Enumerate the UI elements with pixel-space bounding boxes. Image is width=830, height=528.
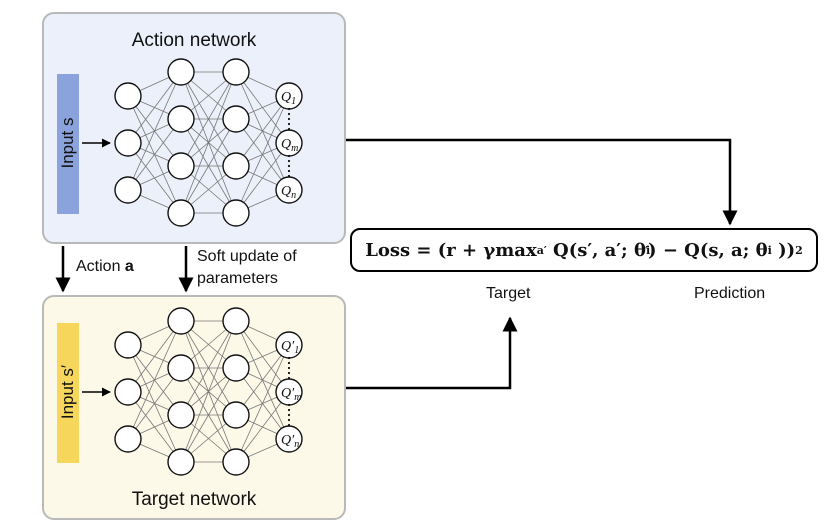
action-net-ellipsis-dot [287, 122, 291, 126]
target-caption: Target [486, 285, 531, 302]
soft-update-label-1: Soft update of [197, 248, 297, 265]
target-net-ellipsis-dot [287, 408, 291, 412]
action-net-ellipsis-dot [287, 164, 291, 168]
target-network-graph: Q′1Q′mQ′n [114, 307, 303, 476]
input-s-bar [57, 74, 79, 214]
target-net-ellipsis-dot [287, 413, 291, 417]
prediction-caption: Prediction [694, 285, 766, 302]
target-net-ellipsis-dot [287, 356, 291, 360]
target-net-ellipsis-dot [287, 371, 291, 375]
target-net-node [222, 307, 250, 335]
target-net-node [222, 401, 250, 429]
target-net-ellipsis-dot [287, 376, 291, 380]
action-net-ellipsis-dot [287, 154, 291, 158]
target-net-ellipsis-dot [287, 423, 291, 427]
action-net-edge [127, 118, 182, 191]
action-net-node [167, 199, 195, 227]
action-net-ellipsis-dot [287, 174, 291, 178]
action-net-edge [180, 118, 237, 214]
target-net-edge [235, 391, 290, 463]
target-net-ellipsis-dot [287, 366, 291, 370]
target-net-ellipsis-dot [287, 361, 291, 365]
target-net-ellipsis-dot [287, 403, 291, 407]
target-net-edge [127, 320, 182, 440]
prediction-connector [346, 138, 738, 226]
target-net-edge [180, 320, 237, 463]
target-net-edge [127, 367, 182, 440]
action-net-node [114, 82, 142, 110]
action-net-edge [235, 142, 290, 214]
target-network-title: Target network [131, 489, 257, 510]
action-net-ellipsis-dot [287, 112, 291, 116]
action-net-edge [180, 71, 237, 167]
action-net-node [114, 129, 142, 157]
action-net-ellipsis-dot [287, 159, 291, 163]
target-net-node [222, 354, 250, 382]
action-net-edge [235, 95, 290, 214]
action-a-label: Action a [76, 258, 134, 275]
action-net-ellipsis-dot [287, 107, 291, 111]
action-net-node [222, 199, 250, 227]
action-net-edge [235, 95, 290, 167]
target-net-node [167, 354, 195, 382]
action-net-edge [180, 71, 237, 214]
action-net-node [167, 105, 195, 133]
target-net-ellipsis-dot [287, 418, 291, 422]
action-net-edge [127, 71, 182, 144]
action-net-node [222, 58, 250, 86]
target-net-node [167, 448, 195, 476]
target-net-edge [235, 344, 290, 463]
target-net-node [167, 401, 195, 429]
action-network-panel: Action network [42, 12, 346, 244]
target-net-node [222, 448, 250, 476]
action-network-title: Action network [131, 30, 257, 51]
target-net-edge [235, 344, 290, 416]
target-net-node [114, 331, 142, 359]
target-net-edge [180, 367, 237, 463]
action-net-ellipsis-dot [287, 127, 291, 131]
target-net-node [167, 307, 195, 335]
action-net-node [167, 58, 195, 86]
action-net-node [114, 176, 142, 204]
target-net-edge [180, 320, 237, 416]
target-net-node [114, 378, 142, 406]
action-net-node [167, 152, 195, 180]
target-net-edge [127, 320, 182, 393]
input-s-prime-bar [57, 323, 79, 463]
action-net-ellipsis-dot [287, 117, 291, 121]
soft-update-label-2: parameters [197, 270, 278, 287]
action-net-ellipsis-dot [287, 169, 291, 173]
action-net-edge [127, 71, 182, 191]
action-net-node [222, 105, 250, 133]
action-net-node [222, 152, 250, 180]
target-connector [346, 316, 518, 390]
target-net-node [114, 425, 142, 453]
